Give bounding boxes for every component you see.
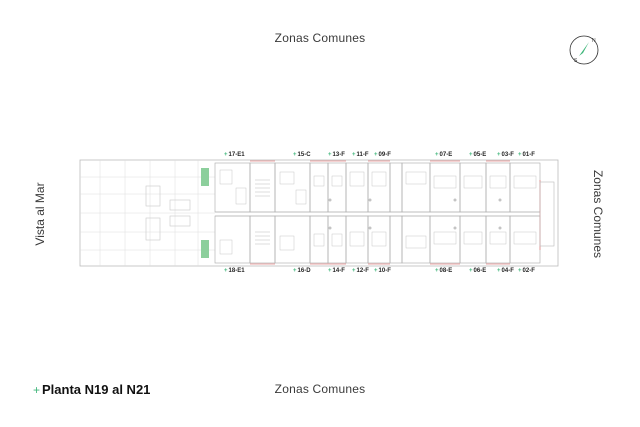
stairs bbox=[255, 179, 270, 245]
zone-label-top: Zonas Comunes bbox=[274, 31, 366, 45]
apartments-bottom bbox=[214, 215, 541, 264]
unit-label-bottom: +16-D bbox=[293, 268, 311, 274]
fixture-symbols bbox=[328, 198, 502, 230]
interior-details bbox=[219, 169, 537, 255]
unit-label-top: +01-F bbox=[518, 152, 535, 158]
compass-south: S bbox=[574, 58, 578, 64]
floor-plan-title-text: Planta N19 al N21 bbox=[42, 382, 151, 397]
floor-plan-title: + Planta N19 al N21 bbox=[33, 382, 150, 397]
terrace-furniture bbox=[145, 185, 191, 241]
unit-label-bottom: +08-E bbox=[435, 268, 453, 274]
zone-label-bottom: Zonas Comunes bbox=[274, 382, 366, 396]
unit-label-bottom: +18-E1 bbox=[224, 268, 245, 274]
unit-label-top: +13-F bbox=[328, 152, 345, 158]
unit-label-bottom: +14-F bbox=[328, 268, 345, 274]
title-marker-icon: + bbox=[33, 382, 41, 397]
unit-label-bottom: +10-F bbox=[374, 268, 391, 274]
unit-label-top: +15-C bbox=[293, 152, 311, 158]
apartments-top bbox=[214, 162, 541, 213]
balconies bbox=[250, 160, 541, 265]
unit-label-top: +03-F bbox=[497, 152, 514, 158]
unit-label-bottom: +12-F bbox=[352, 268, 369, 274]
unit-label-bottom: +04-F bbox=[497, 268, 514, 274]
unit-label-top: +07-E bbox=[435, 152, 453, 158]
compass-icon: N S bbox=[569, 35, 599, 65]
unit-label-bottom: +06-E bbox=[469, 268, 487, 274]
right-annex bbox=[539, 181, 555, 247]
unit-label-top: +09-F bbox=[374, 152, 391, 158]
unit-label-top: +11-F bbox=[352, 152, 369, 158]
compass-north: N bbox=[592, 38, 596, 44]
unit-label-top: +05-E bbox=[469, 152, 487, 158]
terrace-grid bbox=[80, 160, 215, 266]
unit-label-bottom: +02-F bbox=[518, 268, 535, 274]
planters bbox=[201, 168, 209, 258]
unit-label-top: +17-E1 bbox=[224, 152, 245, 158]
